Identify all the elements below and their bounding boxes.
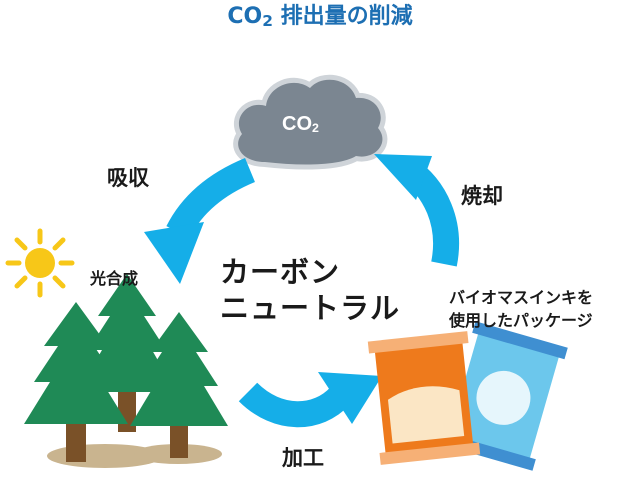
absorb-label: 吸収 [107,166,149,190]
tree-icon [24,302,128,462]
co2-cloud-label: CO2 [282,113,319,136]
photosynthesis-label: 光合成 [90,269,139,288]
process-arrow [238,372,382,428]
package-caption-line2: 使用したパッケージ [449,311,593,330]
carbon-neutral-line1: カーボン [220,255,341,289]
co2-subscript: 2 [312,121,319,136]
process-label: 加工 [282,446,324,470]
co2-main: CO [282,113,312,135]
package-orange [367,331,481,465]
tree-icon [130,312,228,458]
incinerate-label: 焼却 [461,184,503,208]
page-title: CO2 排出量の削減 [0,4,640,30]
co2-cloud [233,74,388,170]
carbon-neutral-line2: ニュートラル [220,291,401,325]
sun-icon [5,228,75,298]
package-blue [440,321,568,471]
title-main: CO [227,4,263,29]
absorb-arrow [144,157,256,284]
title-subscript: 2 [262,11,273,30]
title-rest: 排出量の削減 [272,4,413,29]
package-caption-line1: バイオマスインキを [449,288,594,307]
incinerate-arrow [374,154,460,267]
